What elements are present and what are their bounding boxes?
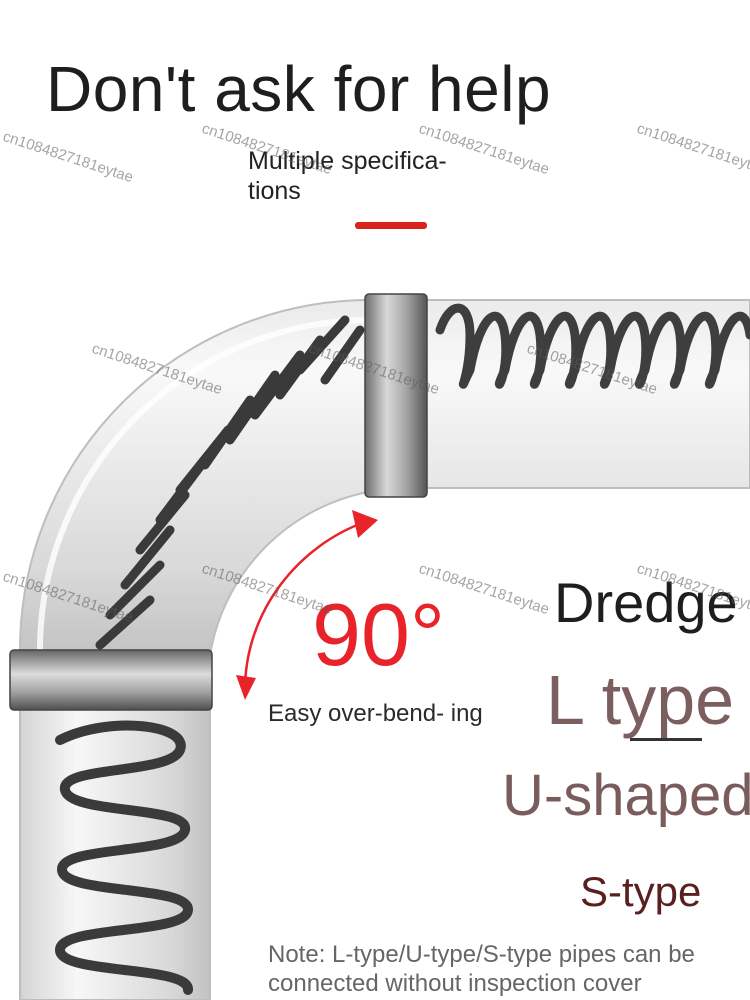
arrow-head-bottom-icon [236,675,256,700]
l-type-underline [630,738,702,741]
pipe-illustration [9,293,750,1000]
red-divider [355,222,427,229]
dredge-label: Dredge [554,571,738,634]
watermark: cn1084827181eytae [634,120,750,179]
angle-label: 90° [312,585,446,684]
u-shaped-label: U-shaped [502,763,750,828]
footnote: Note: L-type/U-type/S-type pipes can be … [268,941,695,997]
subheadline: Multiple specifica- tions [248,147,447,205]
pipe-coupling-top [364,293,428,498]
pipe-coupling-bottom [9,649,213,711]
l-type-label: L type [546,661,735,739]
arrow-head-top-icon [352,510,378,538]
spring-coil-horizontal [435,303,750,389]
bend-angle-arrow [236,510,378,700]
spring-coil-bend [95,315,365,650]
spring-coil-vertical [54,720,193,995]
bend-note: Easy over-bend- ing [268,700,483,727]
headline: Don't ask for help [46,53,552,125]
s-type-label: S-type [580,868,702,915]
watermark: cn1084827181eytae [0,128,136,187]
